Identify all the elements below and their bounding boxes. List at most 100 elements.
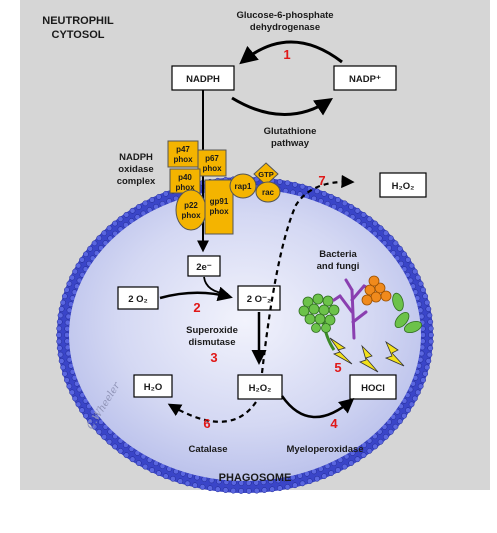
step-6-number: 6 bbox=[203, 416, 210, 431]
lipid-head bbox=[57, 312, 64, 319]
lipid-head bbox=[328, 193, 335, 200]
lipid-head bbox=[101, 230, 108, 236]
p47-label-1: p47 bbox=[176, 145, 190, 154]
lipid-head bbox=[427, 338, 434, 345]
lipid-head bbox=[424, 299, 430, 306]
nadph-oxidase-label-line2: oxidase bbox=[118, 164, 153, 175]
lipid-head bbox=[117, 216, 124, 222]
lipid-head bbox=[170, 475, 176, 482]
lipid-head bbox=[214, 486, 221, 493]
lipid-head bbox=[135, 460, 142, 466]
lipid-head bbox=[64, 325, 71, 332]
nadph-box bbox=[171, 65, 235, 91]
lipid-head bbox=[428, 332, 434, 338]
lipid-head bbox=[321, 473, 328, 480]
rap1-label: rap1 bbox=[235, 182, 252, 191]
lipid-head bbox=[112, 220, 118, 227]
water-box bbox=[133, 374, 173, 398]
lipid-head bbox=[66, 383, 73, 390]
gtp-label: GTP bbox=[258, 170, 273, 179]
lipid-head bbox=[335, 197, 341, 203]
lipid-head bbox=[230, 487, 237, 494]
h2o2-text: H₂O₂ bbox=[249, 383, 272, 394]
lipid-head bbox=[386, 419, 392, 425]
lipid-head bbox=[284, 180, 291, 186]
lipid-head bbox=[292, 482, 298, 489]
nadph-oxidase-label-line3: complex bbox=[117, 176, 156, 187]
lipid-head bbox=[117, 448, 124, 454]
lipid-head bbox=[91, 423, 98, 430]
lipid-head bbox=[426, 312, 433, 319]
sod-label-line1: Superoxide bbox=[186, 325, 238, 336]
arrow-nadp-to-nadph bbox=[239, 40, 343, 65]
lipid-head bbox=[107, 235, 114, 242]
lipid-head bbox=[56, 332, 62, 338]
lipid-head bbox=[424, 364, 430, 371]
lipid-head bbox=[61, 370, 68, 377]
lipid-head bbox=[69, 389, 75, 396]
step-7-number: 7 bbox=[318, 173, 325, 188]
lipid-head bbox=[72, 395, 78, 402]
lipid-head bbox=[426, 351, 433, 358]
lipid-head bbox=[408, 262, 415, 269]
lipid-head bbox=[419, 338, 426, 345]
lipid-head bbox=[64, 287, 70, 293]
lipid-head bbox=[376, 428, 383, 435]
lipid-head bbox=[135, 204, 142, 210]
p22-label-1: p22 bbox=[184, 201, 198, 210]
lipid-head bbox=[381, 424, 388, 430]
lipid-head bbox=[306, 478, 313, 485]
lipid-head bbox=[284, 484, 291, 490]
hocl-box bbox=[349, 374, 397, 400]
lipid-head bbox=[382, 230, 389, 236]
lipid-head bbox=[405, 256, 411, 263]
lipid-head bbox=[425, 306, 432, 312]
lipid-head bbox=[371, 433, 378, 440]
oxidative-spark-icons bbox=[329, 337, 405, 373]
lipid-head bbox=[162, 473, 169, 480]
lipid-head bbox=[79, 256, 85, 263]
lipid-head bbox=[246, 488, 252, 494]
lipid-head bbox=[412, 268, 418, 275]
nadph-oxidase-label-line1: NADPH bbox=[119, 152, 153, 163]
oxygen-text: 2 O₂ bbox=[128, 294, 148, 305]
hocl-text: HOCl bbox=[361, 383, 385, 394]
lipid-head bbox=[58, 358, 65, 364]
nadp-box bbox=[333, 65, 397, 91]
lipid-head bbox=[75, 262, 82, 269]
lipid-head bbox=[427, 345, 434, 351]
arrow-myeloperoxidase bbox=[280, 395, 355, 419]
lipid-head bbox=[64, 338, 71, 345]
lipid-head bbox=[238, 488, 244, 494]
lipid-head bbox=[57, 351, 64, 358]
lipid-head bbox=[401, 412, 407, 419]
lipid-head bbox=[199, 484, 206, 490]
lipid-head bbox=[149, 467, 155, 473]
bacteria-label-line1: Bacteria bbox=[319, 249, 357, 260]
electrons-text: 2e⁻ bbox=[196, 262, 212, 273]
lipid-head bbox=[348, 460, 355, 466]
lipid-head bbox=[405, 407, 411, 414]
sod-label-line2: dismutase bbox=[189, 337, 236, 348]
glutathione-label-line1: Glutathione bbox=[264, 126, 317, 137]
lipid-head bbox=[376, 235, 383, 242]
catalase-label: Catalase bbox=[188, 444, 227, 455]
cytosol-label-line1: NEUTROPHIL bbox=[42, 15, 114, 27]
lipid-head bbox=[417, 280, 424, 287]
arrow-catalase bbox=[167, 401, 257, 423]
nadph-oxidase-complex: p47 phox p67 phox p40 phox p22 phox gp91… bbox=[167, 140, 281, 235]
p47-label-2: phox bbox=[173, 155, 193, 164]
lipid-head bbox=[107, 428, 114, 435]
lipid-head bbox=[354, 456, 361, 463]
lipid-head bbox=[314, 475, 320, 482]
p67-label-1: p67 bbox=[205, 154, 219, 163]
lipid-head bbox=[420, 287, 426, 293]
rac-label: rac bbox=[262, 188, 275, 197]
p40-phox bbox=[169, 168, 201, 194]
lipid-head bbox=[58, 306, 65, 312]
p67-label-2: phox bbox=[202, 164, 222, 173]
g6pd-label-line1: Glucose-6-phosphate bbox=[236, 10, 333, 21]
lipid-head bbox=[83, 251, 89, 258]
